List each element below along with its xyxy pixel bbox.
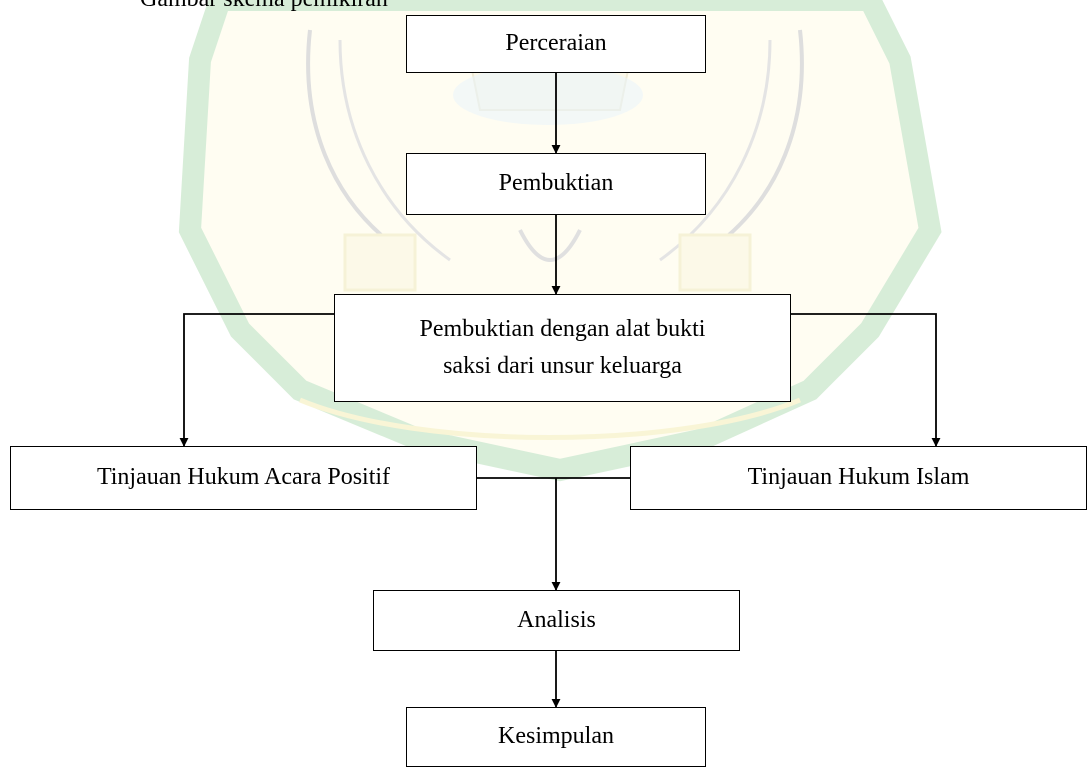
node-hukum-islam: Tinjauan Hukum Islam xyxy=(630,446,1087,510)
figure-caption: Gambar skema pemikiran xyxy=(140,0,388,13)
node-perceraian: Perceraian xyxy=(406,15,706,73)
node-alat-bukti-saksi: Pembuktian dengan alat bukti saksi dari … xyxy=(334,294,791,402)
node-pembuktian: Pembuktian xyxy=(406,153,706,215)
node-kesimpulan: Kesimpulan xyxy=(406,707,706,767)
node-hukum-acara-positif: Tinjauan Hukum Acara Positif xyxy=(10,446,477,510)
connector-to-hukum-islam xyxy=(791,313,941,447)
node-analisis: Analisis xyxy=(373,590,740,651)
connector-to-hukum-acara xyxy=(179,313,334,447)
